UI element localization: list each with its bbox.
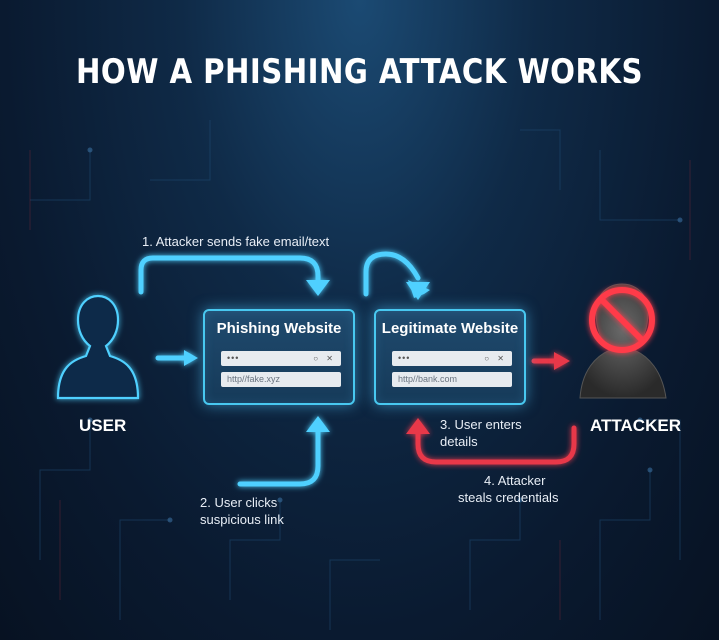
step3-line2: details: [440, 434, 478, 449]
tab-controls: ○ ✕: [313, 354, 336, 363]
legit-url-bar: http//bank.com: [392, 372, 512, 387]
step2-line2: suspicious link: [200, 512, 284, 527]
tab-dots: •••: [398, 353, 411, 363]
step2-line1: 2. User clicks: [200, 495, 278, 510]
step2-label: 2. User clicks suspicious link: [200, 494, 284, 528]
user-label: USER: [79, 416, 127, 435]
phishing-tab-bar: ••• ○ ✕: [221, 351, 341, 366]
arrow-step3: [415, 425, 577, 465]
arrow-redirect: [363, 251, 421, 297]
legit-tab-bar: ••• ○ ✕: [392, 351, 512, 366]
tab-controls: ○ ✕: [484, 354, 507, 363]
arrow-step2: [237, 427, 321, 487]
phishing-website-card: Phishing Website ••• ○ ✕ http//fake.xyz: [203, 309, 355, 405]
legit-card-title: Legitimate Website: [381, 320, 519, 337]
tab-dots: •••: [227, 353, 240, 363]
step3-line1: 3. User enters: [440, 417, 522, 432]
phishing-card-title: Phishing Website: [216, 320, 342, 337]
attacker-label: ATTACKER: [590, 416, 681, 435]
phishing-url-bar: http//fake.xyz: [221, 372, 341, 387]
step4-line1: 4. Attacker: [484, 473, 546, 488]
attacker-icon: [579, 283, 667, 399]
step4-line2: steals credentials: [458, 490, 559, 505]
prohibited-icon: [589, 287, 655, 353]
step1-label: 1. Attacker sends fake email/text: [142, 234, 330, 249]
page-title: HOW A PHISHING ATTACK WORKS: [76, 52, 643, 92]
step4-label: 4. Attacker steals credentials: [458, 472, 558, 506]
user-icon: [56, 294, 140, 400]
legitimate-website-card: Legitimate Website ••• ○ ✕ http//bank.co…: [374, 309, 526, 405]
step3-label: 3. User enters details: [440, 416, 522, 450]
arrow-step1: [138, 255, 321, 295]
